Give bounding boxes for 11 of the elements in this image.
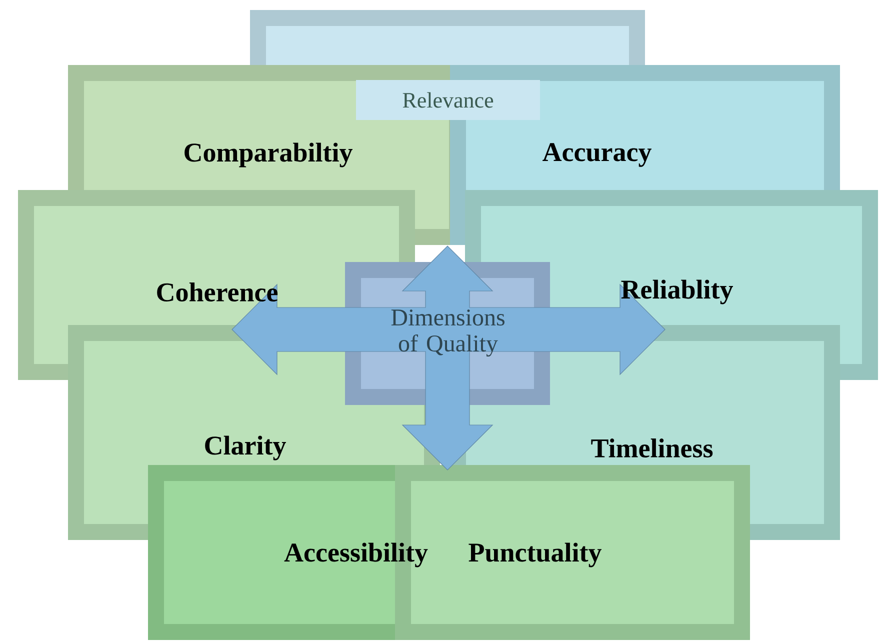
dimension-label: Clarity: [205, 436, 286, 460]
quality-panel: [250, 10, 645, 120]
dimension-label: Timeliness: [591, 438, 713, 458]
dimension-label: Reliablity: [621, 280, 733, 304]
dimension-label: Comparabiltiy: [184, 142, 352, 168]
dimension-label: Coherence: [157, 282, 278, 302]
dimension-label: Punctuality: [468, 542, 602, 568]
dimension-label: Relevance: [402, 92, 494, 108]
dimension-label: Accuracy: [542, 143, 652, 167]
dimension-label: Dimensions of Quality: [391, 309, 504, 357]
dimension-label: Accessibility: [284, 542, 428, 568]
